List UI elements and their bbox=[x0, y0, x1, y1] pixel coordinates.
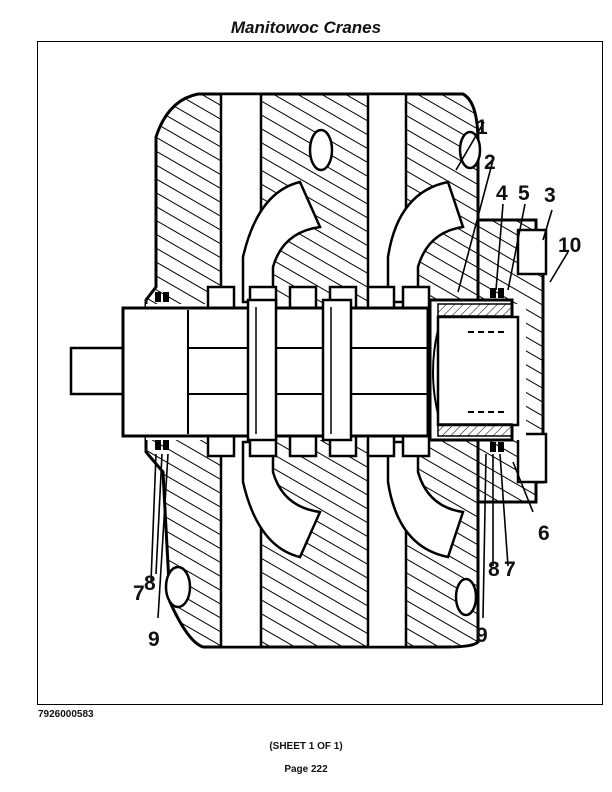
callout-9-right: 9 bbox=[476, 624, 488, 647]
passage-lower-left bbox=[241, 440, 322, 559]
leader-lines bbox=[150, 121, 569, 619]
cap-screw-upper bbox=[516, 228, 548, 276]
callout-6: 6 bbox=[538, 522, 550, 545]
seal-rings-left bbox=[155, 292, 169, 450]
bushing-hatch-bottom bbox=[437, 423, 513, 437]
part-number: 7926000583 bbox=[38, 709, 94, 720]
drawing-frame bbox=[37, 41, 603, 705]
page-title: Manitowoc Cranes bbox=[230, 18, 382, 37]
pump-cross-section-diagram: 1 2 4 5 3 10 6 7 8 9 7 8 9 bbox=[69, 92, 581, 651]
port-hole-top-right bbox=[458, 130, 482, 170]
sheet-label: (SHEET 1 OF 1) bbox=[269, 741, 343, 752]
callout-5: 5 bbox=[518, 182, 530, 205]
port-hole-bottom-right bbox=[454, 577, 478, 617]
callout-2: 2 bbox=[484, 151, 496, 174]
callout-7-right: 7 bbox=[504, 558, 516, 581]
callout-8-right: 8 bbox=[488, 558, 500, 581]
bushing-hatch-top bbox=[437, 303, 513, 317]
callout-3: 3 bbox=[544, 184, 556, 207]
cap-screw-lower bbox=[516, 432, 548, 484]
bushing-bore bbox=[436, 315, 520, 427]
passage-lower-right bbox=[386, 440, 465, 559]
callout-7-left: 7 bbox=[133, 582, 145, 605]
callout-8-left: 8 bbox=[144, 572, 156, 595]
seal-rings-right bbox=[490, 288, 504, 452]
wear-plate-right bbox=[321, 298, 353, 442]
callout-4: 4 bbox=[496, 182, 508, 205]
port-hole-bottom-left bbox=[164, 565, 192, 609]
page-number: Page 222 bbox=[284, 764, 328, 775]
passage-upper-left bbox=[241, 180, 322, 304]
callout-10: 10 bbox=[558, 234, 581, 257]
callout-9-left: 9 bbox=[148, 628, 160, 651]
wear-plate-left bbox=[246, 298, 278, 442]
port-hole-top bbox=[308, 128, 334, 172]
callout-1: 1 bbox=[476, 116, 488, 139]
